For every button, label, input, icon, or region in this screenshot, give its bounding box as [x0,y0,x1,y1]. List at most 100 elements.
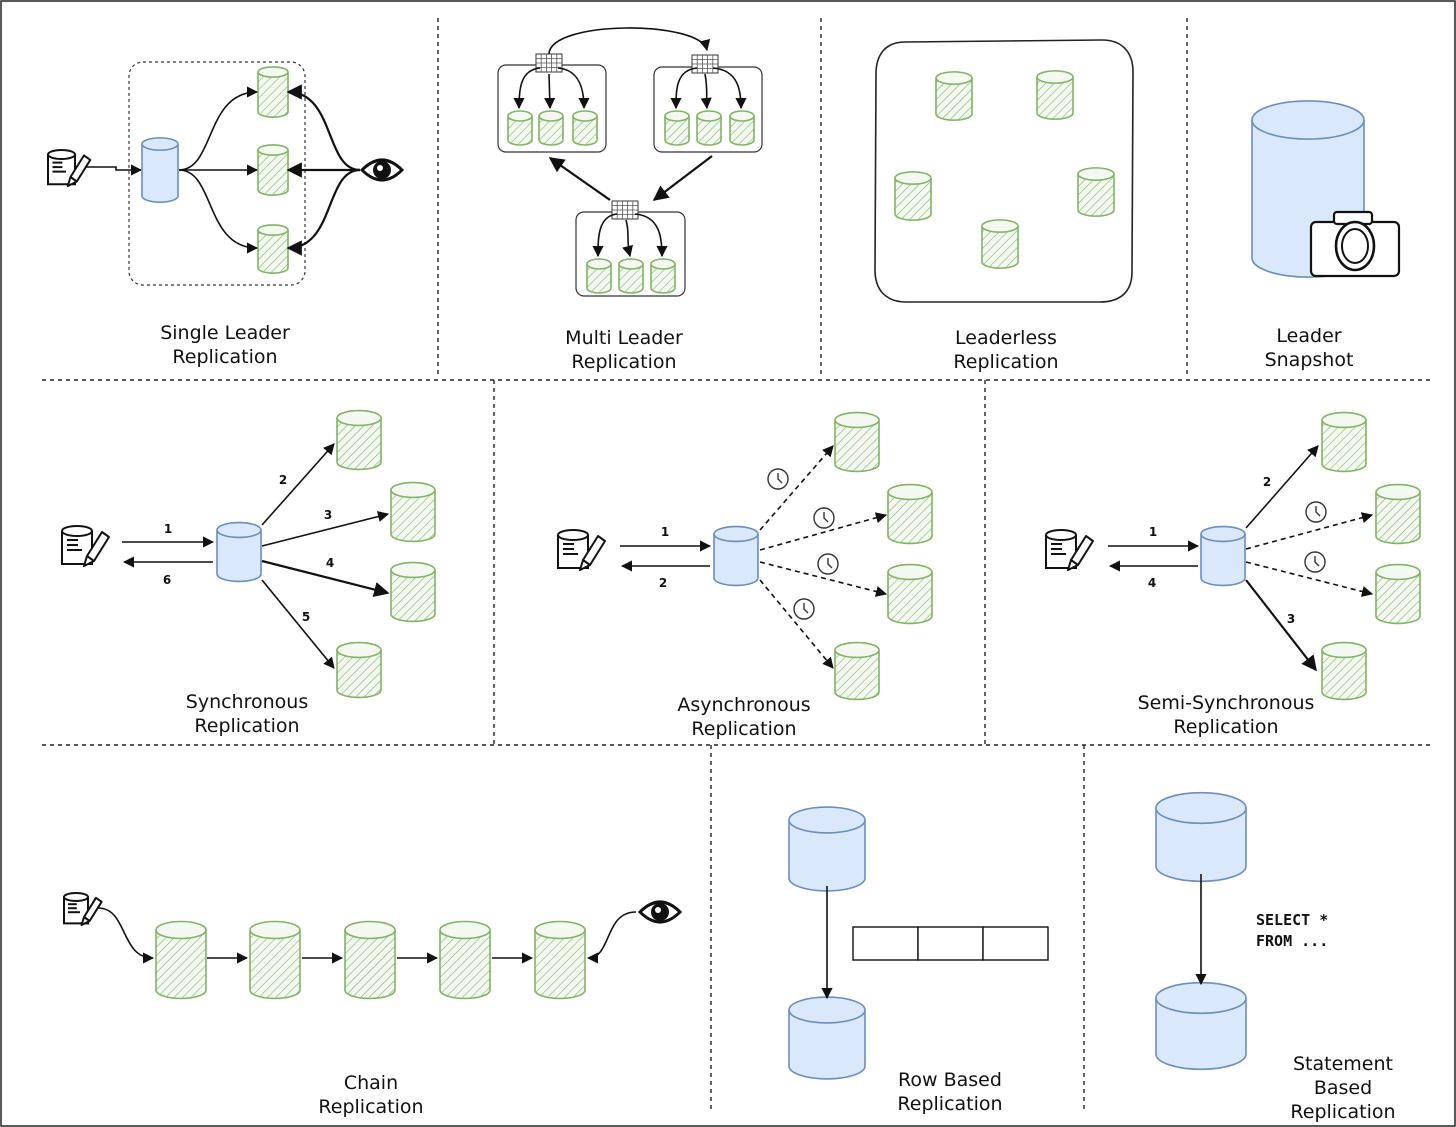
panel-title-line2: Replication [318,1096,423,1118]
table-grid-icon [691,54,719,74]
panel-title-line3: Replication [1290,1101,1395,1123]
sql-statement-line1: SELECT * [1256,911,1328,929]
step-number: 4 [326,556,334,570]
step-number: 2 [1263,475,1271,489]
panel-title-line2: Snapshot [1265,349,1354,371]
leader-db [788,806,866,892]
follower-db [887,563,933,625]
row-based-panel: Row Based Replication [788,806,1049,1115]
follower-db [439,920,491,1000]
step-number: 2 [659,576,667,590]
step-number: 6 [163,573,171,587]
follower-db [1375,483,1421,545]
follower-db [729,110,755,146]
chain-panel: Chain Replication [63,892,683,1118]
client-document-pencil-icon [557,529,606,571]
step-number: 1 [164,522,172,536]
clock-icon [767,468,789,490]
panel-title-line1: Statement [1293,1053,1393,1075]
step-number: 1 [1149,525,1157,539]
follower-db [834,641,880,701]
follower-db [887,483,933,545]
follower-db [572,110,598,146]
follower-db [894,171,932,221]
multi-leader-panel: Multi Leader Replication [497,27,763,373]
panel-title-line1: Leader [1276,325,1341,347]
leader-snapshot-panel: Leader Snapshot [1251,100,1401,371]
leader-group-box [128,61,306,286]
follower-db [257,66,289,118]
follower-db [1077,167,1115,217]
table-grid-icon [611,200,639,220]
follower-db [155,920,207,1000]
follower-db [650,258,676,294]
panel-title-line2: Replication [691,718,796,740]
follower-db [696,110,722,146]
follower-db [507,110,533,146]
panel-dividers [42,18,1434,1110]
eye-icon [637,900,683,924]
clock-icon [1305,501,1327,523]
single-leader-panel: Single Leader Replication [47,61,405,368]
follower-db [336,409,382,471]
panel-title-line1: Row Based [898,1069,1002,1091]
follower-db [1375,563,1421,625]
panel-title-line2: Replication [571,351,676,373]
follower-db [664,110,690,146]
step-number: 2 [279,473,287,487]
replica-db [1155,981,1247,1071]
panel-title-line1: Asynchronous [677,694,810,716]
table-grid-icon [535,53,563,73]
sql-statement-line2: FROM ... [1256,932,1328,950]
asynchronous-panel: 1 2 Asynchronous Replication [557,411,933,740]
step-number: 1 [661,525,669,539]
leader-db [1200,525,1246,587]
leader-db [713,525,759,587]
panel-title-line2: Replication [1173,716,1278,738]
clock-icon [1304,551,1326,573]
step-number: 4 [1148,576,1156,590]
panel-title-line1: Synchronous [186,691,308,713]
leader-db [216,521,262,583]
statement-based-panel: SELECT * FROM ... Statement Based Replic… [1155,791,1396,1123]
eye-icon [359,158,405,182]
panel-title-line2: Replication [172,346,277,368]
follower-db [249,920,301,1000]
follower-db [834,411,880,473]
leader-db [1155,791,1247,883]
panel-title-line1: Semi-Synchronous [1138,692,1315,714]
follower-db [257,144,289,196]
follower-db [1036,70,1074,120]
follower-db [538,110,564,146]
follower-db [935,71,973,121]
leaderless-panel: Leaderless Replication [874,39,1134,373]
step-number: 3 [1287,612,1295,626]
cluster-boundary [874,39,1134,303]
step-number: 5 [302,610,310,624]
client-document-pencil-icon [1045,529,1094,571]
client-document-pencil-icon [47,149,92,187]
step-number: 3 [324,508,332,522]
follower-db [390,561,436,623]
replica-db [788,996,866,1080]
panel-title-line2: Based [1314,1077,1372,1099]
follower-db [1321,411,1367,473]
follower-db [344,920,396,1000]
client-document-pencil-icon [63,892,103,926]
panel-title-line2: Replication [194,715,299,737]
panel-title-line1: Leaderless [955,327,1057,349]
leader-db [141,137,179,203]
synchronous-panel: 1 2 3 4 5 6 Synchronous Replication [61,409,436,737]
follower-db [336,641,382,699]
follower-db [981,219,1019,269]
follower-db [257,224,289,274]
clock-icon [817,553,839,575]
follower-db [390,481,436,543]
panel-title-line1: Multi Leader [565,327,683,349]
panel-title-line2: Replication [897,1093,1002,1115]
row-records [852,926,1049,961]
camera-icon [1309,210,1401,278]
follower-db [534,920,586,1000]
